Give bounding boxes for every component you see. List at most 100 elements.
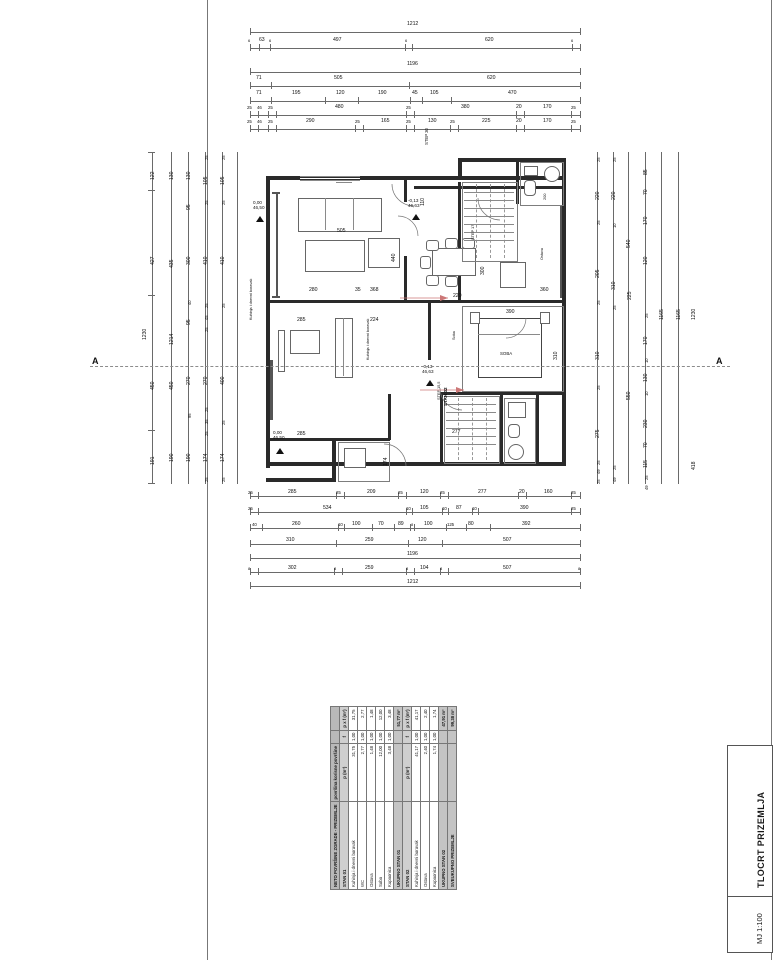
kitchen-island <box>290 330 320 354</box>
elev-val-4: -0,13 <box>408 198 419 203</box>
title-block: TLOCRT PRIZEMLJA MJ 1:100 <box>727 745 773 953</box>
plan-dim-220: 220 <box>453 293 462 299</box>
plan-dim-390: 390 <box>506 309 515 315</box>
dim-top-total-1196: 1196 <box>407 61 418 67</box>
elevation-marker-1: 0,00 46,50 <box>253 200 265 210</box>
dim-top-c5-3: 190 <box>378 90 387 96</box>
section-axis-line <box>90 366 730 367</box>
dim-bot-c1-8: 20 <box>519 489 525 495</box>
drawing-title: TLOCRT PRIZEMLJA <box>756 791 766 888</box>
kitchen-unit <box>500 262 526 288</box>
dim-left-d-11: 174 <box>203 453 209 462</box>
row-p: 12,00 <box>375 743 385 802</box>
dim-right-b-4: 25 <box>612 305 617 310</box>
dim-bot-c2-1: 534 <box>323 505 332 511</box>
dim-left-d-7: 270 <box>203 376 209 385</box>
bedroom-label: SOBA <box>500 351 513 356</box>
col-hdr-pf2: p x f (m²) <box>402 706 412 731</box>
lower-left-room <box>338 442 390 482</box>
dim-right-c-5: 25 <box>644 313 649 318</box>
section-label-stan01: STAN 01 <box>339 801 349 890</box>
dim-right-a-3: 205 <box>595 269 601 278</box>
dim-bot-c1-3: 209 <box>367 489 376 495</box>
plan-dim-224: 224 <box>370 317 379 323</box>
dim-bot-c3-0: 40 <box>252 522 257 527</box>
dim-right-d-0: 540 <box>626 239 632 248</box>
dim-left-e-8: 25 <box>221 477 226 482</box>
dim-left-d-2: 25 <box>204 200 209 205</box>
note-left-room: Kuhinja i dnevni boravak <box>249 278 253 320</box>
elev-sub-4: 46,63 <box>408 203 420 208</box>
dim-left-e-6: 25 <box>221 420 226 425</box>
dim-top-c5-6: 470 <box>508 90 517 96</box>
washbasin-fixture <box>508 444 524 460</box>
toilet-fixture-lower <box>508 424 520 438</box>
dim-top-c7-8: 25 <box>450 119 455 124</box>
dim-left-c-7: 190 <box>186 453 192 462</box>
dim-bot-c6-8: 8 <box>578 566 581 571</box>
dim-bot-c3-8: 125 <box>447 522 455 527</box>
dim-left-d-4: 25 <box>204 303 209 308</box>
table-row: Kuhinja i dnevni boravak 31,75 1,00 31,7… <box>348 706 358 890</box>
section-marker-left: A <box>92 356 99 366</box>
row-f: 1,00 <box>420 730 430 744</box>
row-f: 1,00 <box>411 730 421 744</box>
col-hdr-p2: p (m²) <box>402 743 412 802</box>
elev-sub-2: 46,50 <box>273 435 285 440</box>
total-label-stan01: UKUPNO STAN 01 <box>393 801 403 890</box>
dim-left-c-0: 130 <box>186 171 192 180</box>
dim-bot-c1-4: 25 <box>398 490 403 495</box>
dim-left-b-0: 130 <box>169 171 175 180</box>
dim-top-c7-6: 25 <box>406 119 411 124</box>
row-pf: 41,17 <box>411 706 421 731</box>
title-block-row-name: TLOCRT PRIZEMLJA <box>728 746 772 897</box>
dim-right-c-1: 70 <box>643 189 649 195</box>
dim-right-c-13: 25 <box>644 475 649 480</box>
dim-left-d-6: 25 <box>204 327 209 332</box>
row-pf: 31,75 <box>348 706 358 731</box>
dim-bot-c3-5: 89 <box>398 521 404 527</box>
dim-bot-c3-6: 8 <box>411 522 414 527</box>
dim-right-c-11: 70 <box>643 442 649 448</box>
area-table-title: NETO POVRŠINE ZGRADE - PRIZEMLJE <box>330 801 340 890</box>
dim-top-c5-2: 120 <box>336 90 345 96</box>
dim-right-a-1: 220 <box>595 191 601 200</box>
table-row: Ostava 1,48 1,00 1,48 <box>366 706 376 890</box>
table-row: Ostava 2,40 1,00 2,40 <box>420 706 430 890</box>
dim-right-c-6: 170 <box>643 336 649 345</box>
counter-slab <box>278 330 285 372</box>
row-p: 31,75 <box>348 743 358 802</box>
title-block-row-scale: MJ 1:100 <box>728 896 772 951</box>
dim-right-c-8: 130 <box>643 373 649 382</box>
dim-left-c-1: 95 <box>186 204 192 210</box>
dim-bot-c6-0: 8 <box>248 566 251 571</box>
dim-bot-c1-9: 160 <box>544 489 553 495</box>
dim-bot-c2-2: 10 <box>406 506 411 511</box>
row-p: 2,40 <box>420 743 430 802</box>
grand-total-value: 99,38 m² <box>447 706 457 731</box>
grand-total-label: SVEUKUPNO PRIZEMLJE <box>447 801 457 890</box>
dim-top-c6-2: 25 <box>268 105 273 110</box>
sheet-frame-left <box>207 0 208 960</box>
nightstand-left <box>470 312 480 324</box>
row-f: 1,00 <box>348 730 358 744</box>
dining-table-furniture <box>432 248 476 276</box>
dim-bot-c6-7: 507 <box>503 565 512 571</box>
dim-right-b-6: 49 <box>612 477 617 482</box>
total-value-stan01: 51,77 m² <box>393 706 403 731</box>
dim-left-c-2: 300 <box>186 256 192 265</box>
dim-top-c7-7: 130 <box>428 118 437 124</box>
dim-bot-c2-4: 10 <box>442 506 447 511</box>
dim-left-c-3: 40 <box>187 300 192 305</box>
table-row: WC 2,77 1,00 2,77 <box>357 706 367 890</box>
col-hdr-pf: p x f (m²) <box>339 706 349 731</box>
section-marker-right: A <box>716 356 723 366</box>
row-f: 1,00 <box>375 730 385 744</box>
dim-right-e-1: 1165 <box>676 309 682 320</box>
note-soba: Soba <box>452 331 456 340</box>
row-p: 3,48 <box>384 743 394 802</box>
dim-top-c7-1: 46 <box>257 119 262 124</box>
dim-left-a-1: 427 <box>150 256 156 265</box>
col-hdr-f2: f <box>402 730 412 744</box>
dim-bot-c2-0: 25 <box>248 506 253 511</box>
